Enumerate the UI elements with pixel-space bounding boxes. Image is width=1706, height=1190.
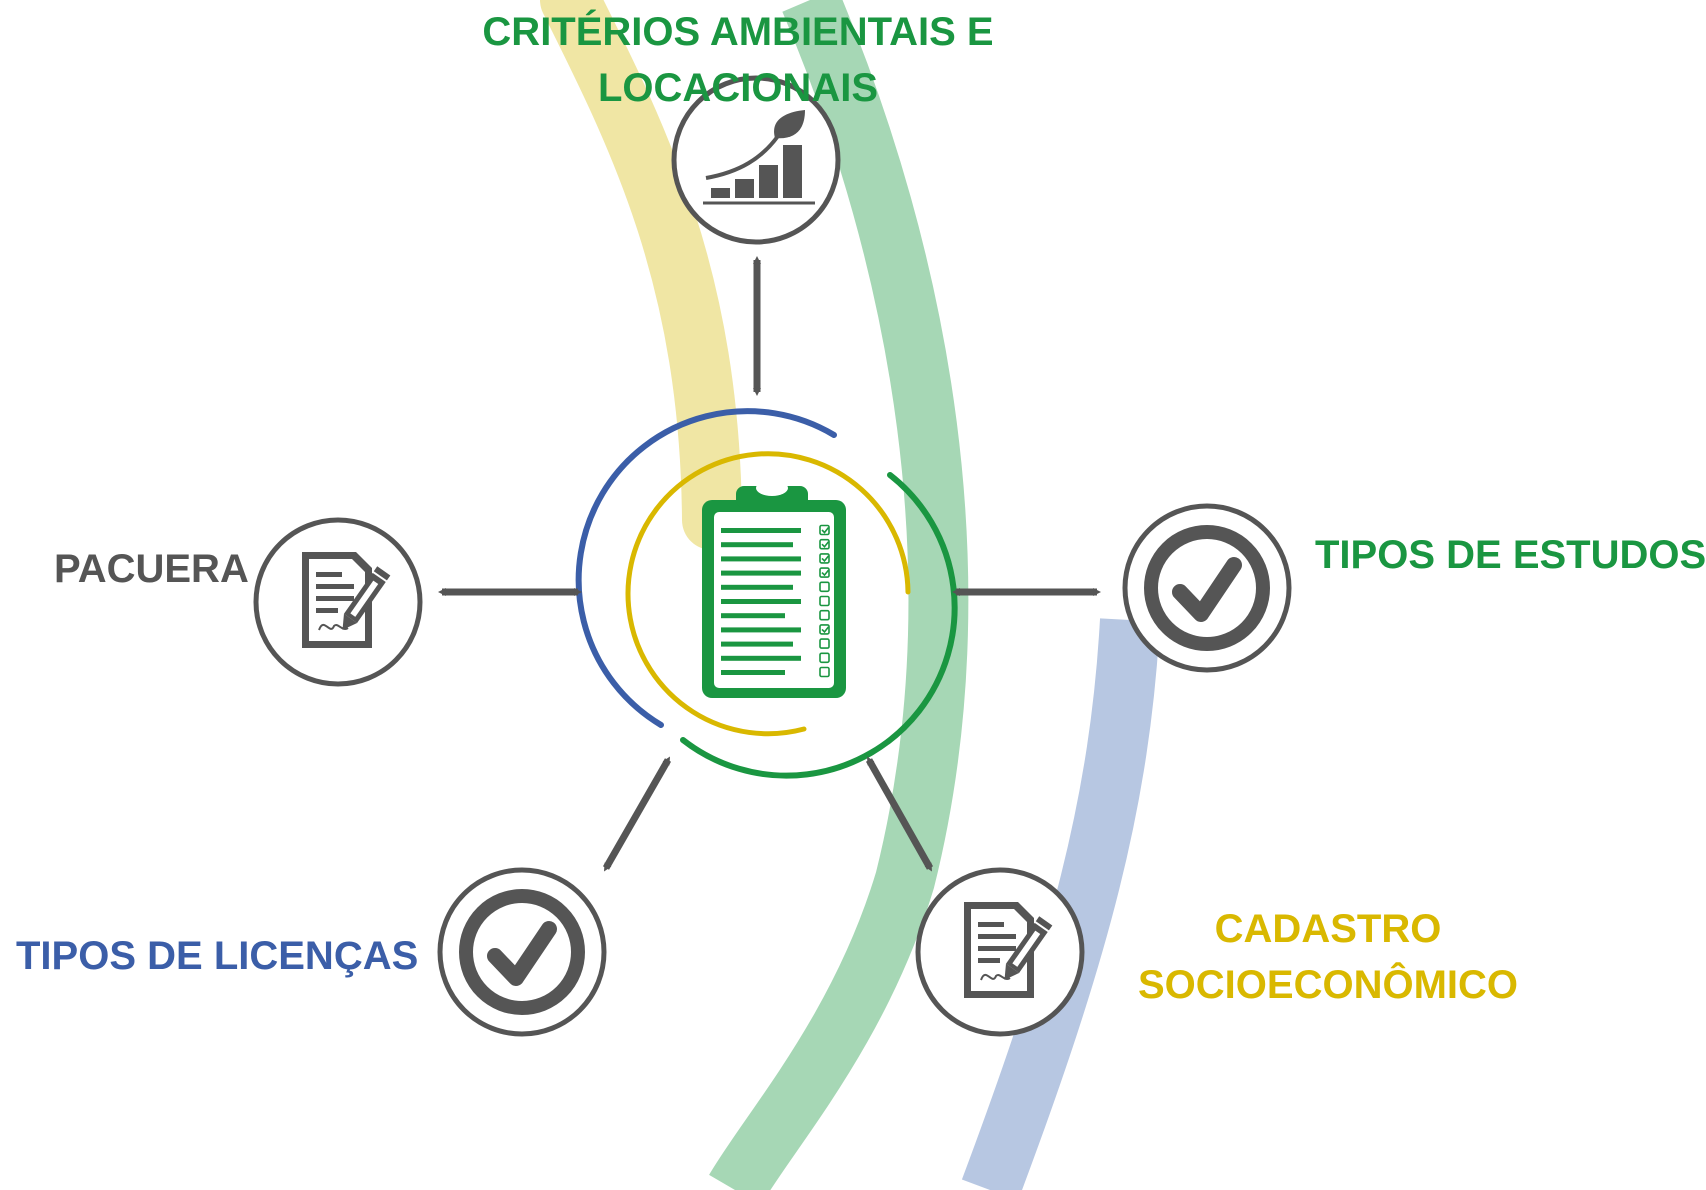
checklist-check [821, 541, 830, 548]
clipboard-checklist-icon [702, 480, 846, 698]
checklist-checkbox [819, 567, 830, 578]
label-top: CRITÉRIOS AMBIENTAIS E LOCACIONAIS [443, 4, 1033, 116]
checklist-check [821, 569, 830, 577]
checklist-checkbox [819, 595, 830, 607]
checklist-line [721, 556, 801, 562]
checklist-check [821, 555, 830, 563]
arrow-bottom-left [602, 756, 672, 872]
label-bottom-right-line-2: SOCIOECONÔMICO [1137, 963, 1519, 1007]
checklist-check [821, 527, 830, 534]
checklist-checkbox [819, 538, 830, 550]
signed-document-icon [964, 902, 1053, 998]
checklist-line [721, 655, 801, 661]
checklist-line [721, 528, 801, 533]
label-right-line-1: TIPOS DE ESTUDOS [1315, 533, 1706, 577]
node-right [1122, 503, 1292, 673]
node-bottom-right [915, 867, 1085, 1037]
label-top-line-2: LOCACIONAIS [598, 66, 878, 110]
checklist-checkbox [819, 666, 830, 678]
signed-document-icon [302, 552, 391, 648]
checklist-checkbox [819, 609, 830, 621]
label-left-line-1: PACUERA [54, 547, 249, 591]
checklist-check [821, 626, 830, 634]
growth-chart-leaf-icon [703, 110, 815, 205]
checklist-checkbox [819, 553, 830, 564]
outer-ring-green [680, 472, 958, 779]
checklist-line [721, 542, 793, 548]
label-bottom-left: TIPOS DE LICENÇAS [16, 928, 418, 984]
outer-ring-blue [575, 408, 837, 728]
yellow-band [540, 0, 742, 550]
label-bottom-right-line-1: CADASTRO [1214, 907, 1442, 951]
checklist-checkbox [819, 581, 830, 593]
checklist-line [721, 627, 801, 633]
connector-arrows [438, 256, 1101, 872]
node-bottom-left [437, 867, 607, 1037]
checklist-checkbox [819, 624, 830, 635]
checklist-checkbox [819, 652, 830, 664]
label-bottom-right: CADASTRO SOCIOECONÔMICO [1128, 901, 1528, 1013]
node-left [253, 517, 423, 687]
checkmark-icon [459, 889, 585, 1015]
checklist-line [721, 641, 793, 647]
label-top-line-1: CRITÉRIOS AMBIENTAIS E [482, 10, 994, 54]
checkmark-icon [1144, 525, 1270, 651]
checklist-line [721, 670, 785, 675]
node-top [671, 75, 841, 245]
blue-band [961, 618, 1160, 1190]
checklist-line [721, 584, 793, 590]
label-bottom-left-line-1: TIPOS DE LICENÇAS [16, 934, 419, 978]
checklist-line [721, 570, 801, 576]
label-right: TIPOS DE ESTUDOS [1315, 527, 1706, 583]
checklist-line [721, 599, 801, 604]
checklist-lines [721, 524, 830, 678]
checklist-checkbox [819, 638, 830, 649]
checklist-checkbox [819, 524, 830, 536]
green-band [709, 0, 969, 1190]
arrow-bottom-right [865, 756, 934, 872]
label-left: PACUERA [54, 541, 249, 597]
checklist-line [721, 613, 785, 619]
inner-ring-yellow [625, 451, 911, 737]
center-rings [575, 408, 958, 779]
background-bands [540, 0, 1160, 1190]
